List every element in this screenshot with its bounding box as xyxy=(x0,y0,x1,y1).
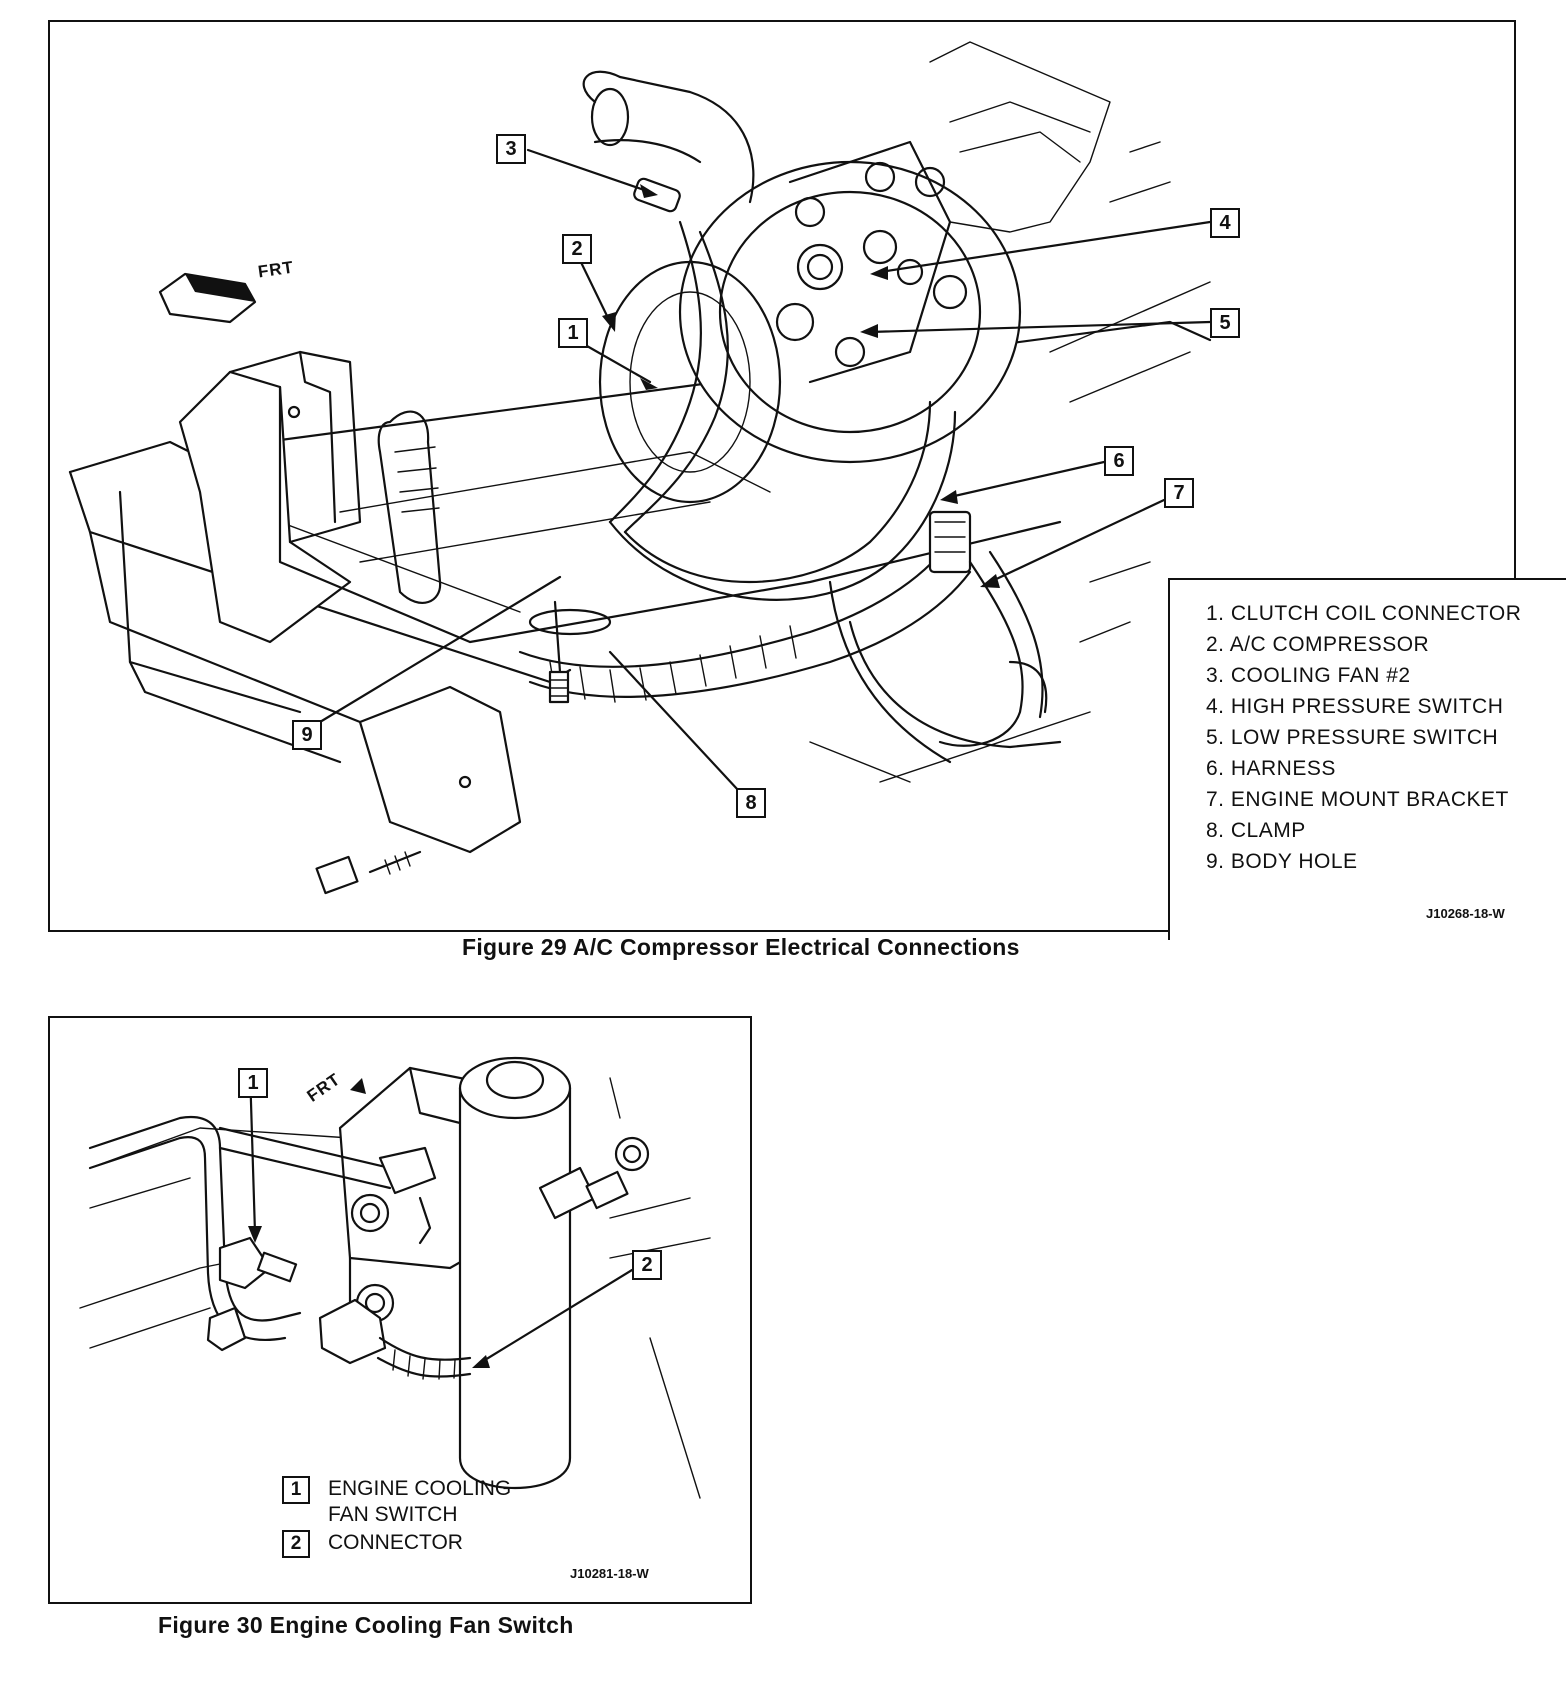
figure-29-legend: 1. CLUTCH COIL CONNECTOR 2. A/C COMPRESS… xyxy=(1168,578,1566,940)
legend30-text-1a: ENGINE COOLING xyxy=(328,1477,512,1500)
figure-30-illustration xyxy=(79,1056,711,1499)
callout-4: 4 xyxy=(1210,208,1240,238)
legend-item-1: 1. CLUTCH COIL CONNECTOR xyxy=(1206,602,1522,625)
drawing-code: J10268-18-W xyxy=(1426,906,1505,921)
legend-item-7: 7. ENGINE MOUNT BRACKET xyxy=(1206,788,1509,811)
legend-item-4: 4. HIGH PRESSURE SWITCH xyxy=(1206,695,1504,718)
figure-30-caption: Figure 30 Engine Cooling Fan Switch xyxy=(158,1612,574,1638)
callout-5: 5 xyxy=(1210,308,1240,338)
figure-29-frame: FRT 3 2 1 4 5 6 7 9 8 1. CLUTCH COIL CON… xyxy=(48,20,1566,940)
legend-item-8: 8. CLAMP xyxy=(1206,819,1306,842)
legend30-text-2: CONNECTOR xyxy=(328,1531,463,1554)
callout-9: 9 xyxy=(292,720,322,750)
callout-2: 2 xyxy=(562,234,592,264)
legend-item-3: 3. COOLING FAN #2 xyxy=(1206,664,1411,687)
callout-8: 8 xyxy=(736,788,766,818)
callout-3: 3 xyxy=(496,134,526,164)
callout-30-2: 2 xyxy=(632,1250,662,1280)
figure-30-frame: FRT 1 2 J10281-18-W xyxy=(48,1016,752,1604)
legend-item-2: 2. A/C COMPRESSOR xyxy=(1206,633,1430,656)
legend-item-6: 6. HARNESS xyxy=(1206,757,1336,780)
legend-item-5: 5. LOW PRESSURE SWITCH xyxy=(1206,726,1499,749)
legend30-text-1b: FAN SWITCH xyxy=(328,1503,458,1526)
figure-29-caption: Figure 29 A/C Compressor Electrical Conn… xyxy=(462,934,1020,960)
legend-item-9: 9. BODY HOLE xyxy=(1206,850,1358,873)
callout-6: 6 xyxy=(1104,446,1134,476)
legend30-box-1: 1 xyxy=(282,1476,310,1504)
callout-7: 7 xyxy=(1164,478,1194,508)
callout-30-1: 1 xyxy=(238,1068,268,1098)
legend30-box-2: 2 xyxy=(282,1530,310,1558)
figure-29-illustration xyxy=(68,41,1212,895)
drawing-code-30: J10281-18-W xyxy=(570,1566,649,1581)
callout-1: 1 xyxy=(558,318,588,348)
